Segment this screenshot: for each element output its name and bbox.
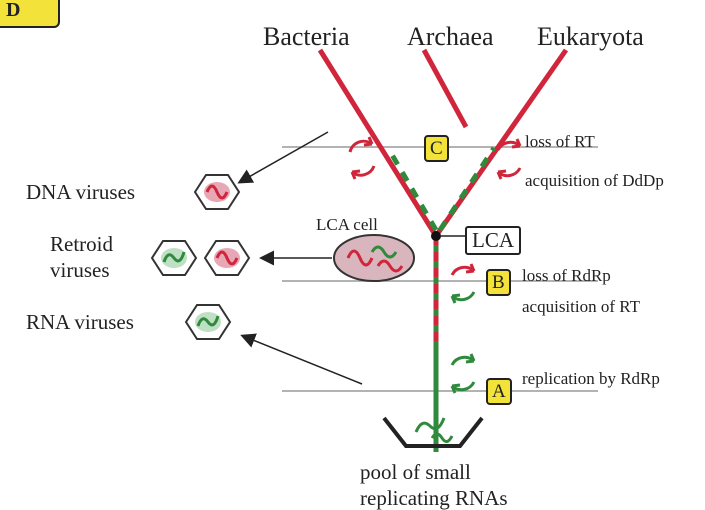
cycle-arrows-a [452, 354, 474, 393]
rna-viruses-label: RNA viruses [26, 312, 134, 333]
domain-eukaryota-label: Eukaryota [537, 24, 644, 50]
cycle-arrows-b [452, 264, 474, 303]
cycle-arrows-c-right [498, 139, 520, 179]
retroid-virus-red-icon [205, 241, 249, 275]
rna-virus-icon [186, 305, 230, 339]
replication-rdrp-label: replication by RdRp [522, 370, 660, 387]
lca-node [431, 231, 441, 241]
event-b-box: B [486, 269, 511, 296]
loss-rt-label: loss of RT [525, 133, 595, 150]
event-a-box: A [486, 378, 512, 405]
branch-archaea [424, 50, 466, 127]
retroid-viruses-label-line1: Retroid [50, 234, 113, 255]
retroid-viruses-label-line2: viruses [50, 260, 110, 281]
acquisition-ddp-label: acquisition of DdDp [525, 172, 664, 189]
dna-viruses-label: DNA viruses [26, 182, 135, 203]
loss-rdrp-label: loss of RdRp [522, 267, 611, 284]
arrow-to-rna-viruses [243, 336, 362, 384]
arrow-to-dna-viruses [240, 132, 328, 182]
retroid-virus-green-icon [152, 241, 196, 275]
pool-label-line2: replicating RNAs [360, 488, 508, 509]
domain-bacteria-label: Bacteria [263, 24, 350, 50]
cycle-arrows-c-left [350, 137, 374, 179]
domain-archaea-label: Archaea [407, 24, 494, 50]
panel-label: D [0, 0, 60, 28]
acquisition-rt-label: acquisition of RT [522, 298, 640, 315]
lca-cell-icon [334, 235, 414, 281]
event-c-box: C [424, 135, 449, 162]
lca-cell-label: LCA cell [316, 216, 378, 233]
rna-pool-icon [384, 418, 482, 446]
dna-virus-icon [195, 175, 239, 209]
lca-label: LCA [465, 226, 521, 255]
branch-bacteria [320, 50, 436, 236]
pool-label-line1: pool of small [360, 462, 471, 483]
